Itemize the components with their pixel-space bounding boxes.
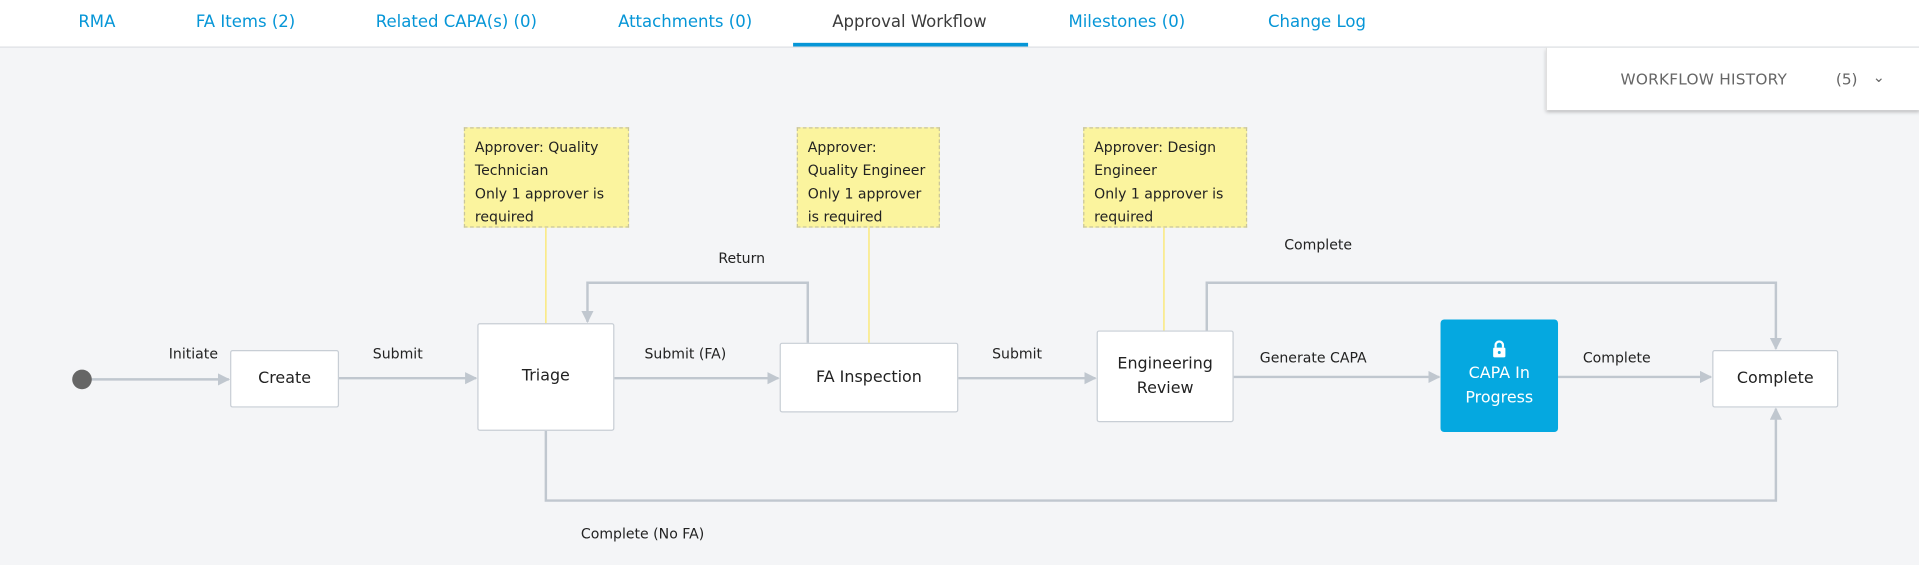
node-complete[interactable]: Complete — [1712, 350, 1839, 408]
transition-generate-capa: Generate CAPA — [1259, 348, 1367, 366]
node-fa-inspection[interactable]: FA Inspection — [779, 342, 959, 413]
note-line: Engineer — [1094, 161, 1157, 179]
start-node — [72, 369, 92, 390]
tab-milestones[interactable]: Milestones (0) — [1068, 12, 1186, 32]
note-line: Approver: — [807, 138, 877, 156]
workflow-history-toggle[interactable]: WORKFLOW HISTORY (5) ⌄ — [1545, 47, 1919, 111]
transition-complete: Complete — [1582, 348, 1651, 366]
transition-return: Return — [718, 249, 766, 267]
chevron-down-icon[interactable]: ⌄ — [1872, 68, 1885, 86]
transition-complete-no-fa: Complete (No FA) — [580, 525, 705, 543]
tab-fa-items[interactable]: FA Items (2) — [195, 12, 296, 32]
lock-icon — [1493, 340, 1506, 358]
note-line: Quality Engineer — [807, 161, 926, 179]
note-line: Only 1 approver is — [474, 184, 605, 202]
node-label: Engineering — [1117, 354, 1213, 373]
arrow-return — [581, 281, 809, 343]
tab-attachments[interactable]: Attachments (0) — [618, 12, 753, 32]
workflow-history-title: WORKFLOW HISTORY — [1620, 69, 1788, 89]
note-line: required — [1094, 208, 1154, 226]
tab-approval-workflow[interactable]: Approval Workflow — [832, 12, 987, 32]
transition-complete-top: Complete — [1284, 236, 1353, 254]
note-line: Only 1 approver is — [1094, 184, 1224, 202]
node-label: CAPA In — [1468, 364, 1530, 384]
node-label: Create — [258, 369, 311, 388]
tab-change-log[interactable]: Change Log — [1267, 12, 1366, 32]
transition-submit: Submit — [372, 345, 423, 363]
node-label: Progress — [1465, 389, 1534, 408]
note-line: Approver: Design — [1094, 138, 1217, 156]
node-label: Complete — [1736, 369, 1814, 388]
arrow-complete-no-fa — [544, 407, 1782, 502]
transition-submit-fa: Submit (FA) — [644, 345, 727, 363]
node-label: Triage — [521, 367, 570, 386]
arrow-complete-top — [1205, 281, 1782, 351]
note-line: Approver: Quality — [474, 138, 599, 156]
node-label: FA Inspection — [816, 367, 922, 387]
node-capa-in-progress[interactable]: CAPA In Progress — [1440, 319, 1559, 433]
workflow-history-count: (5) — [1835, 69, 1858, 89]
tab-related-capas[interactable]: Related CAPA(s) (0) — [375, 12, 537, 32]
node-create[interactable]: Create — [230, 350, 340, 408]
transition-submit-review: Submit — [992, 345, 1043, 363]
tab-rma[interactable]: RMA — [78, 12, 116, 32]
node-triage[interactable]: Triage — [477, 323, 615, 431]
node-label: Review — [1136, 378, 1194, 398]
note-line: Technician — [474, 161, 549, 179]
note-line: Only 1 approver — [807, 184, 922, 202]
transition-initiate: Initiate — [168, 345, 218, 363]
note-line: required — [474, 208, 534, 226]
tab-bar: RMA FA Items (2) Related CAPA(s) (0) Att… — [0, 0, 1919, 48]
note-line: is required — [807, 208, 883, 226]
active-tab-indicator — [793, 42, 1029, 47]
